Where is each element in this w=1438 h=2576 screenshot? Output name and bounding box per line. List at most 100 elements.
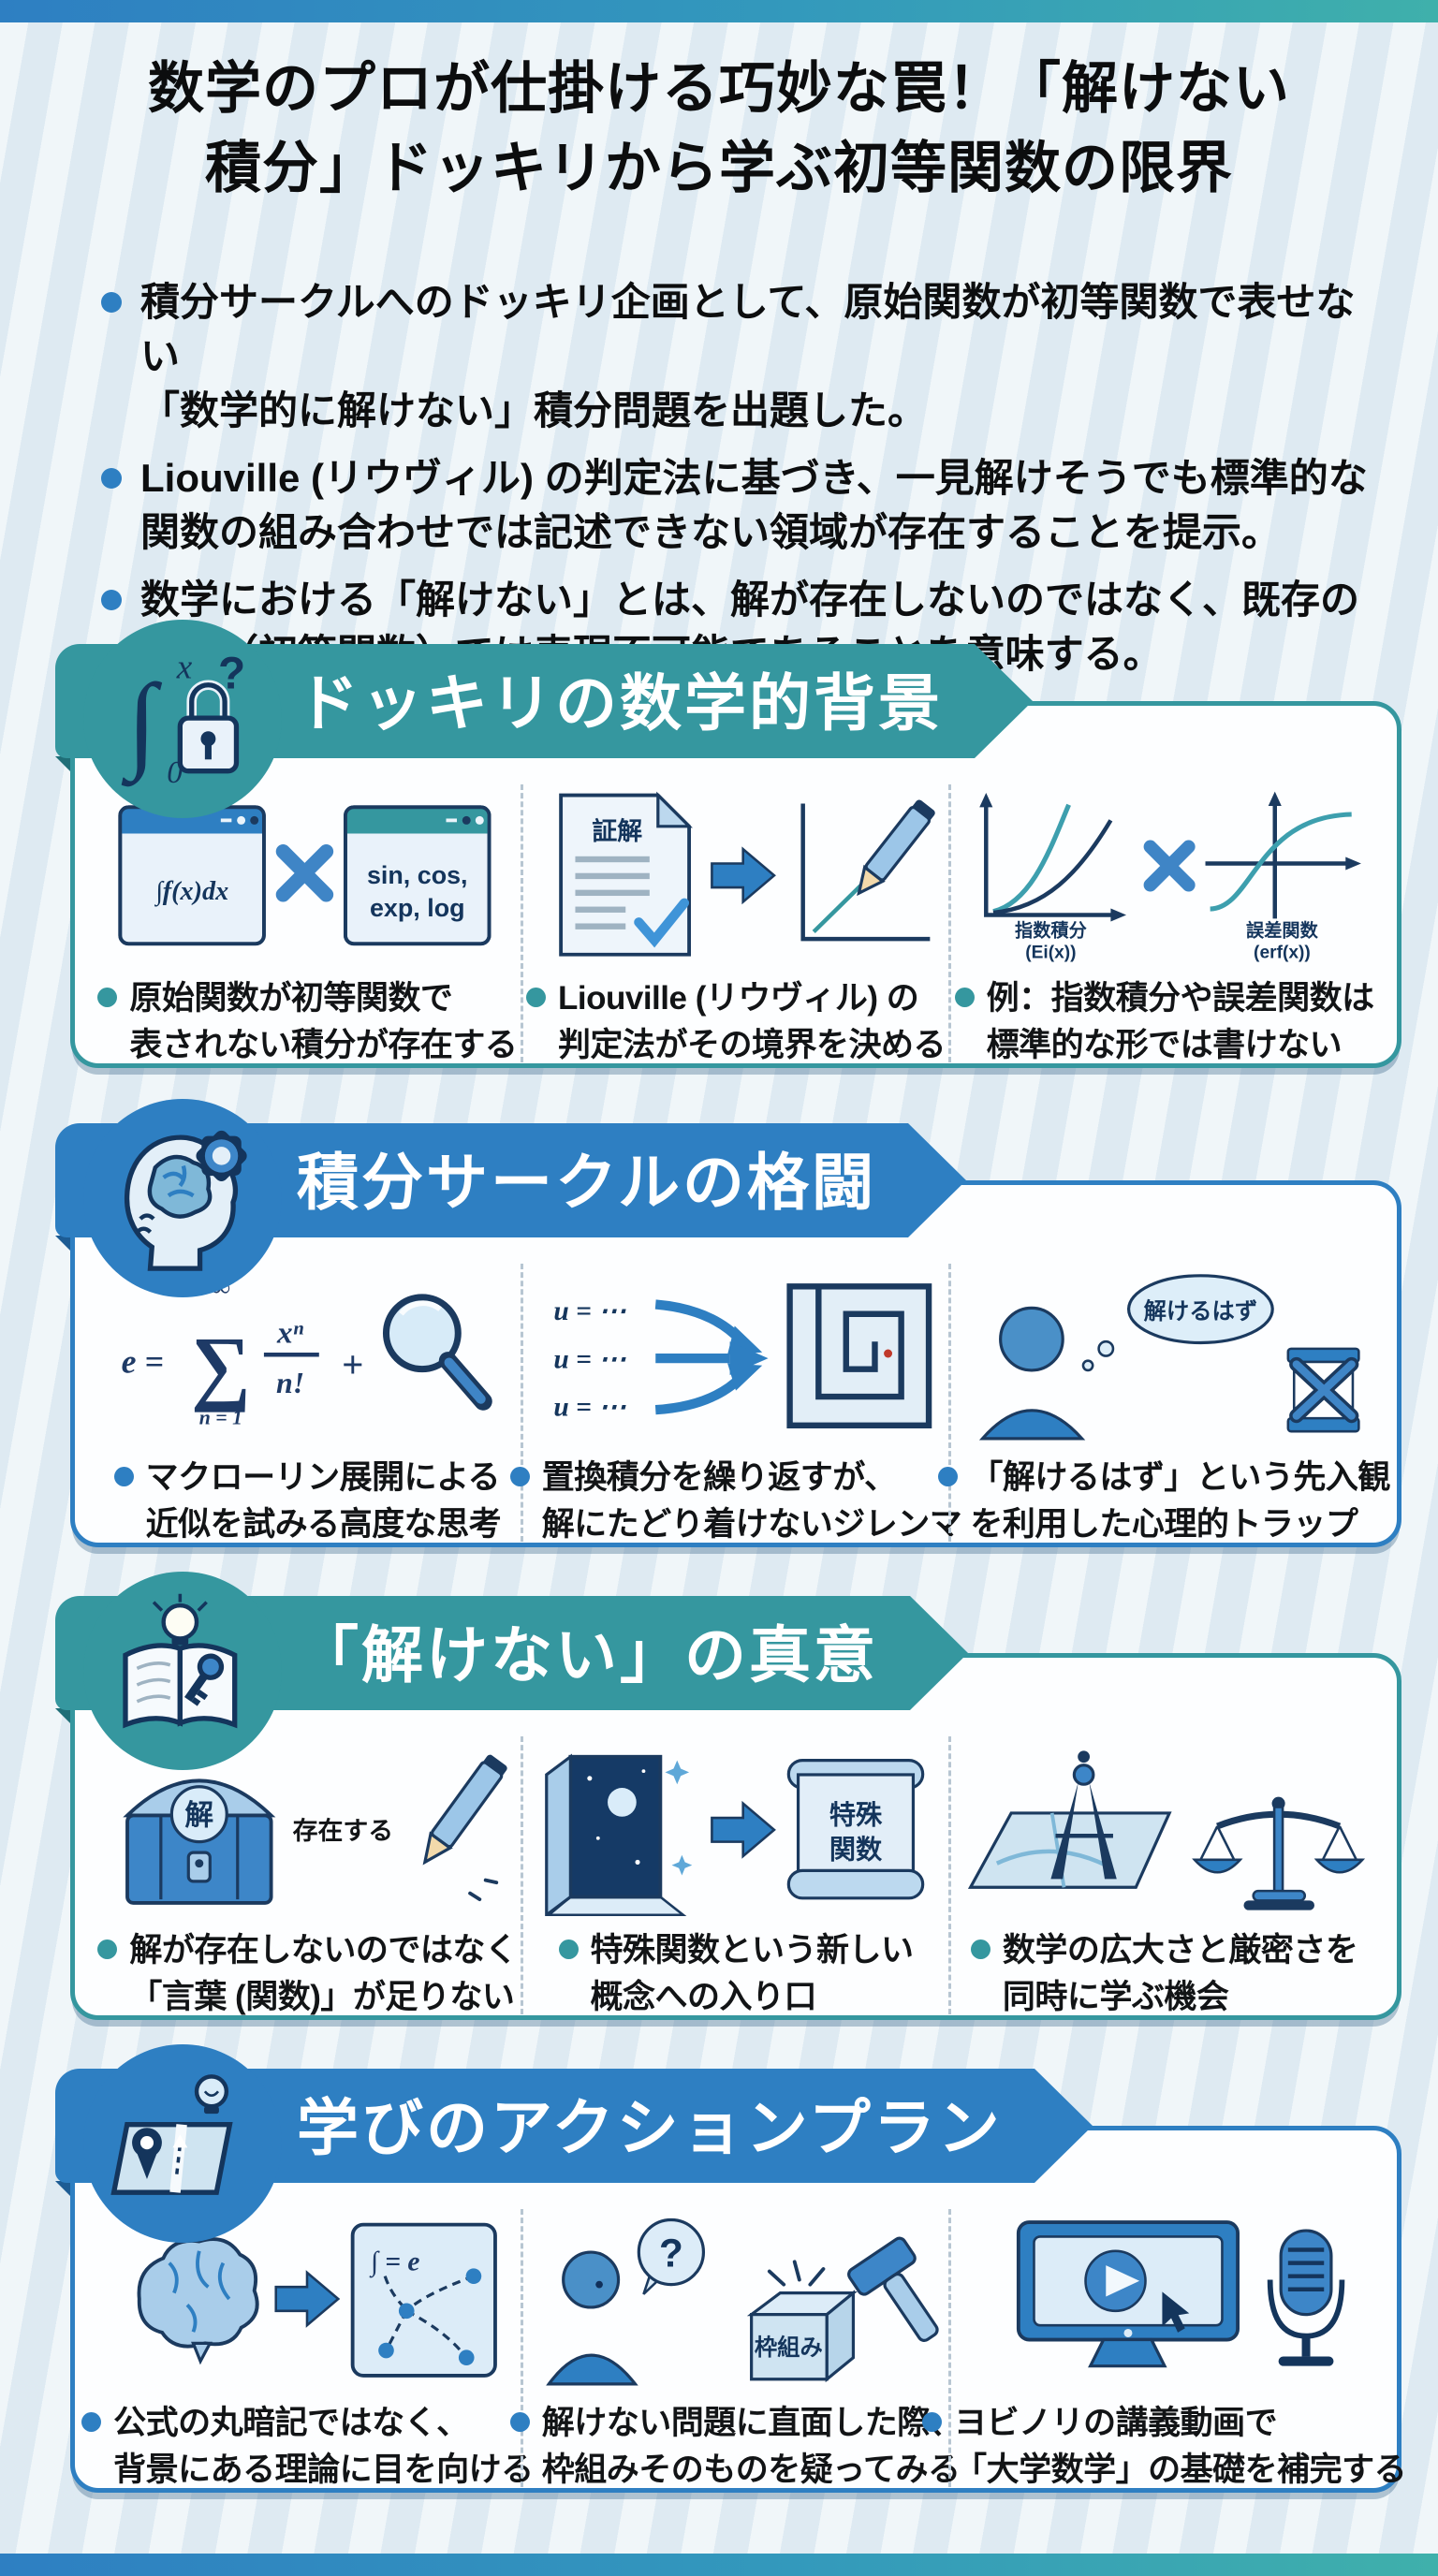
arrow-right-icon <box>274 2270 341 2328</box>
substitution-maze-icon: u = ⋯ u = ⋯ u = ⋯ <box>553 1283 932 1428</box>
caption: 解が存在しないのではなく 「言葉 (関数)」が足りない <box>97 1927 518 2020</box>
titlebar-dot <box>237 815 246 825</box>
frame-bar <box>1286 1347 1360 1364</box>
hidden-answer-icon: 解 存在する <box>123 1754 508 1905</box>
section-columns: 解 存在する 解が存在しないのではなく 「言葉 (関数) <box>95 1736 1377 2015</box>
pencil-tip <box>857 864 886 897</box>
plus-sign: + <box>342 1343 363 1386</box>
theory-focus-icon: ∫ = e <box>137 2222 498 2378</box>
question-mark: ? <box>659 2231 683 2275</box>
integral-lock-icon: ∫ x 0 ? <box>122 649 245 790</box>
bullet-dot-icon <box>97 1939 118 1959</box>
keyhole <box>200 731 216 747</box>
monitor-stand <box>1087 2337 1167 2368</box>
breadth-rigor-icon <box>967 1750 1365 1910</box>
bullet-dot-icon <box>113 1467 134 1486</box>
icon-area: 証解 <box>527 784 945 964</box>
pin-center <box>139 2136 154 2150</box>
column: 解けるはず 「解けるはず」という先入観 を利用した心理的トラップ <box>938 1264 1390 1543</box>
box-side <box>825 2290 856 2383</box>
intro-bullet-text: 積分サークルへのドッキリ企画として、原始関数が初等関数で表せない 「数学的に解け… <box>140 280 1356 432</box>
key-tooth <box>191 1696 201 1706</box>
intro-bullet-text: Liouville (リウヴィル) の判定法に基づき、一見解けそうでも標準的な … <box>140 455 1368 554</box>
person-body <box>546 2353 638 2386</box>
list-item: 積分サークルへのドッキリ企画として、原始関数が初等関数で表せない 「数学的に解け… <box>101 275 1391 438</box>
microphone-icon <box>1279 2229 1333 2317</box>
person-eye <box>595 2280 603 2289</box>
section-columns: e = ∞ ∑ n = 1 xⁿ n! + <box>95 1264 1390 1543</box>
top-accent-bar <box>0 0 1438 22</box>
chest-slats <box>159 1815 240 1900</box>
text-line <box>575 856 650 863</box>
section-columns: ∫ = e 公式の丸暗記ではなく、 背景にある理論に目を向ける <box>81 2209 1407 2488</box>
caption: Liouville (リウヴィル) の 判定法がその境界を決める <box>526 975 946 1068</box>
magnifier-handle-fill <box>444 1357 487 1404</box>
secondary-curve <box>992 819 1113 915</box>
icon-area <box>956 2209 1373 2389</box>
new-door-icon: 特殊 関数 <box>545 1753 925 1916</box>
banner-arrow-tip <box>1034 2069 1093 2183</box>
frown-marks <box>135 1213 155 1234</box>
column: e = ∞ ∑ n = 1 xⁿ n! + <box>95 1264 521 1543</box>
brain-folds <box>162 1164 195 1198</box>
bubble-text: 解けるはず <box>1143 1298 1257 1325</box>
mic-grill <box>1287 2247 1324 2291</box>
text-line <box>575 906 626 913</box>
caption: 解けない問題に直面した際、 枠組みそのものを疑ってみる <box>509 2400 962 2493</box>
icon-area: ? 枠組み <box>527 2209 945 2389</box>
monitor-bezel-dot <box>1123 2329 1133 2337</box>
chest-medallion <box>170 1785 229 1844</box>
caption-text: 数学の広大さと厳密さを 同時に学ぶ機会 <box>1002 1932 1358 2015</box>
icon-area: 特殊 関数 <box>527 1736 945 1916</box>
person-body <box>978 1409 1085 1441</box>
axes <box>800 803 931 942</box>
frac-numerator: xⁿ <box>276 1315 304 1350</box>
scale-foot <box>1243 1900 1314 1910</box>
bullet-dot-icon <box>526 988 546 1007</box>
network-node <box>459 2349 475 2366</box>
brain-stem <box>191 2341 213 2365</box>
caption-text: 例：指数積分や誤差関数は 標準的な形では書けない <box>986 980 1375 1063</box>
brain-folds <box>168 2250 231 2333</box>
substitution-line: u = ⋯ <box>553 1393 626 1423</box>
caption-text: ヨビノリの講義動画で 「大学数学」の基礎を補完する <box>954 2405 1407 2488</box>
column: 解 存在する 解が存在しないのではなく 「言葉 (関数) <box>95 1736 521 2015</box>
titlebar-dash <box>221 818 232 823</box>
curved-arrow <box>654 1373 744 1415</box>
answer-character: 解 <box>185 1799 214 1832</box>
card-formula: ∫ = e <box>369 2247 420 2277</box>
caption-text: 原始関数が初等関数で 表されない積分が存在する <box>129 980 518 1063</box>
arrow-right-icon <box>711 846 776 905</box>
cross-icon <box>1143 840 1196 892</box>
maze-outline <box>786 1283 932 1428</box>
icon-area: 解 存在する <box>98 1736 516 1916</box>
scale-strings <box>1321 1825 1357 1861</box>
axis-arrow <box>1344 856 1361 871</box>
icon-area: u = ⋯ u = ⋯ u = ⋯ <box>527 1264 945 1443</box>
pencil-body <box>431 1761 504 1849</box>
pencil-icon <box>857 799 935 897</box>
insight-book-badge <box>83 1572 282 1770</box>
network-node <box>465 2268 482 2284</box>
mic-holder <box>1267 2279 1345 2339</box>
frac-denominator: n! <box>276 1366 304 1399</box>
struggling-mind-badge <box>83 1099 282 1297</box>
bullet-dot-icon <box>938 1467 959 1486</box>
arrow-right-icon <box>711 1800 776 1859</box>
network-links <box>384 2275 475 2359</box>
section-title: 学びのアクションプラン <box>297 2093 1003 2162</box>
banner-arrow-tip <box>908 1123 967 1237</box>
scroll-bottom-roller <box>786 1868 925 1900</box>
pencil-tip <box>422 1831 454 1866</box>
window-outline <box>344 805 492 946</box>
axis-arrow <box>1110 908 1126 922</box>
graph1-label-line1: 指数積分 <box>1015 920 1088 942</box>
lightbulb-icon <box>194 2074 229 2109</box>
doubt-framework-icon: ? 枠組み <box>546 2217 939 2386</box>
graph1-label-line2: (Ei(x)) <box>1025 944 1076 963</box>
section-circle-struggle: 積分サークルの格闘 e = ∞ ∑ <box>55 1099 1401 1549</box>
caption: マクローリン展開による 近似を試みる高度な思考 <box>113 1455 502 1547</box>
thought-bubble <box>1126 1274 1274 1345</box>
hammer-handle <box>883 2272 939 2342</box>
